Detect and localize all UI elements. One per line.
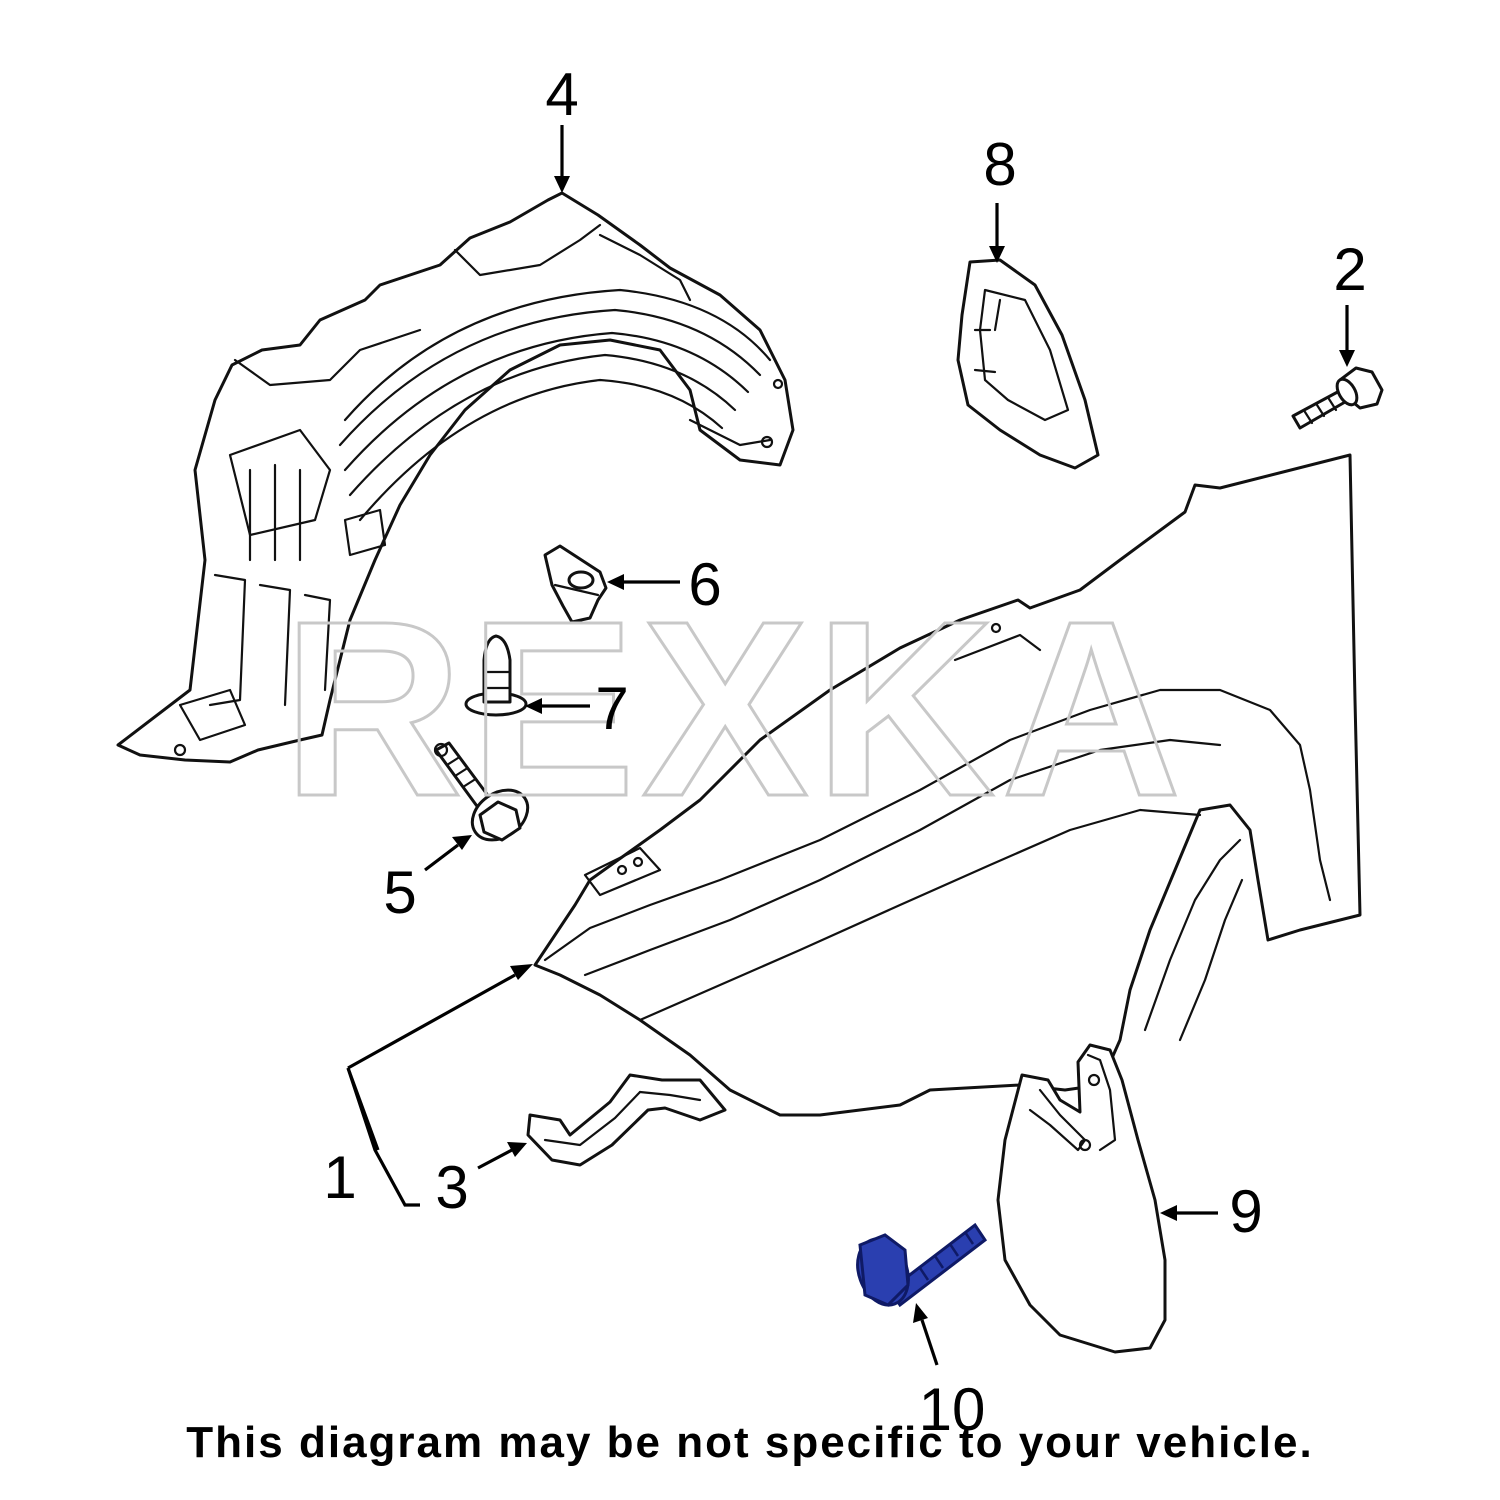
fender-liner-part — [116, 191, 795, 764]
bolt-part-2 — [1291, 366, 1384, 430]
clip-part-6 — [543, 544, 608, 624]
splash-shield-part — [956, 258, 1100, 470]
push-clip-part-7 — [464, 634, 528, 717]
callout-7: 7 — [595, 675, 628, 742]
callout-8: 8 — [983, 131, 1016, 198]
bolt-part-5 — [433, 741, 530, 842]
bracket-part-3 — [526, 1073, 727, 1167]
mud-flap-part-9 — [996, 1043, 1167, 1354]
callout-labels: 4 8 2 6 7 5 1 3 9 10 — [323, 61, 1366, 1443]
leader-lines — [346, 125, 1355, 1366]
callout-6: 6 — [688, 551, 721, 618]
fender-part-1 — [533, 453, 1362, 1117]
callout-10: 10 — [919, 1376, 986, 1443]
callout-5: 5 — [383, 859, 416, 926]
callout-4: 4 — [545, 61, 578, 128]
bolt-part-10 — [856, 1222, 988, 1308]
disclaimer-text: This diagram may be not specific to your… — [186, 1418, 1314, 1467]
callout-9: 9 — [1229, 1178, 1262, 1245]
watermark-text: REXKA — [282, 569, 1187, 848]
callout-1: 1 — [323, 1144, 356, 1211]
callout-3: 3 — [435, 1154, 468, 1221]
callout-2: 2 — [1333, 236, 1366, 303]
